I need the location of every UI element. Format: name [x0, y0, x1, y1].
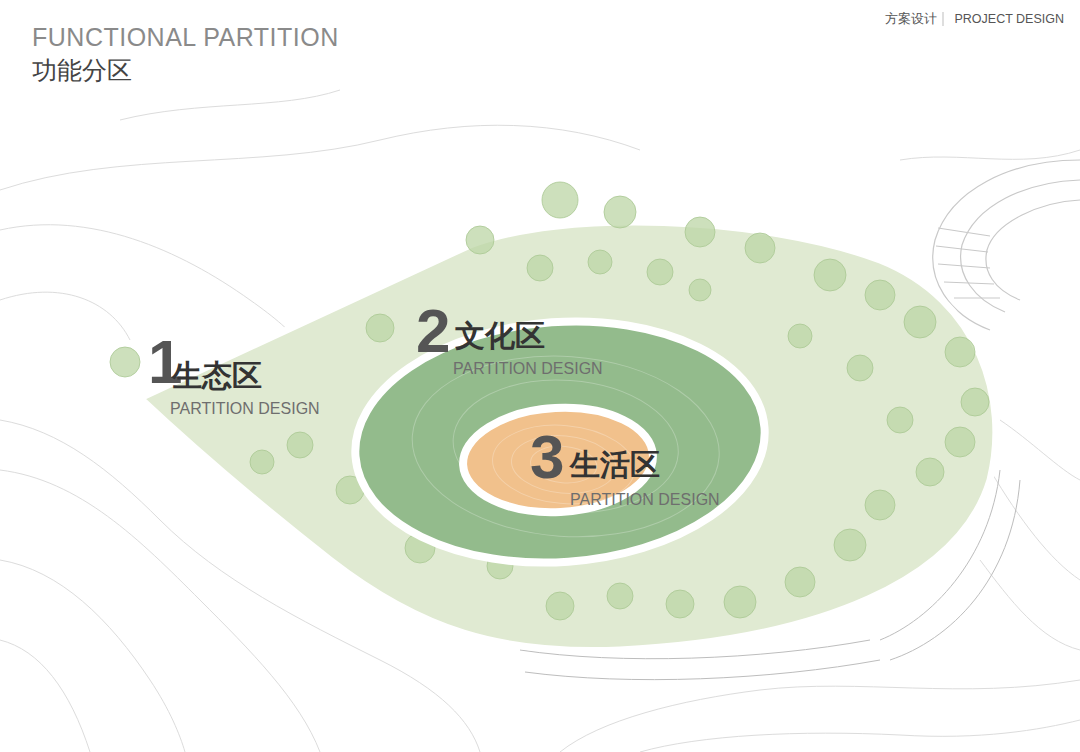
culture-zone: 2文化区PARTITION DESIGN3生活区PARTITION DESIGN: [350, 315, 770, 570]
terrain-lines: [406, 346, 725, 547]
tree-canopy: [945, 337, 975, 367]
tree-canopy: [689, 279, 711, 301]
zone-number: 3: [530, 426, 564, 488]
zone-outline: [140, 222, 996, 651]
tree-canopy: [546, 592, 574, 620]
tree-canopy: [604, 196, 636, 228]
tree-canopy: [847, 355, 873, 381]
tree-canopy: [745, 233, 775, 263]
tree-canopy: [466, 226, 494, 254]
living-zone: 3生活区PARTITION DESIGN: [458, 404, 658, 516]
tree-canopies: [110, 182, 989, 620]
tree-canopy: [814, 259, 846, 291]
tree-canopy: [366, 314, 394, 342]
zone-outline: [347, 308, 773, 576]
page-title: FUNCTIONAL PARTITION: [32, 25, 339, 50]
tree-canopy: [904, 306, 936, 338]
tree-canopy: [250, 450, 274, 474]
tree-canopy: [287, 432, 313, 458]
tree-canopy: [834, 529, 866, 561]
contour-lines: [0, 90, 1080, 752]
terrain-line: [406, 346, 725, 547]
tree-canopy: [110, 347, 140, 377]
section-name-en: PROJECT DESIGN: [954, 13, 1064, 26]
tree-canopy: [865, 490, 895, 520]
tree-canopy: [887, 407, 913, 433]
zone-number: 2: [416, 300, 450, 362]
zone-subtitle: PARTITION DESIGN: [570, 492, 720, 508]
tree-canopy: [865, 280, 895, 310]
section-name: 方案设计: [885, 12, 937, 25]
zone-subtitle: PARTITION DESIGN: [453, 361, 603, 377]
header-divider: [943, 12, 944, 26]
tree-canopy: [527, 255, 553, 281]
page-subtitle: 功能分区: [32, 58, 132, 83]
tree-canopy: [607, 583, 633, 609]
tree-canopy: [785, 567, 815, 597]
zone-subtitle: PARTITION DESIGN: [170, 401, 320, 417]
tree-canopy: [647, 259, 673, 285]
tree-canopy: [588, 250, 612, 274]
tree-canopy: [788, 324, 812, 348]
tree-canopy: [945, 427, 975, 457]
zone-name: 生活区: [570, 450, 660, 480]
ecology-zone: 1生态区PARTITION DESIGN2文化区PARTITION DESIGN…: [130, 215, 1010, 660]
tree-canopy: [685, 217, 715, 247]
zone-name: 生态区: [172, 361, 262, 391]
tree-canopy: [666, 590, 694, 618]
tree-canopy: [724, 586, 756, 618]
zone-name: 文化区: [455, 321, 545, 351]
tree-canopy: [916, 458, 944, 486]
tree-canopy: [961, 388, 989, 416]
stadium-structure: [933, 160, 1080, 330]
tree-canopy: [542, 182, 578, 218]
